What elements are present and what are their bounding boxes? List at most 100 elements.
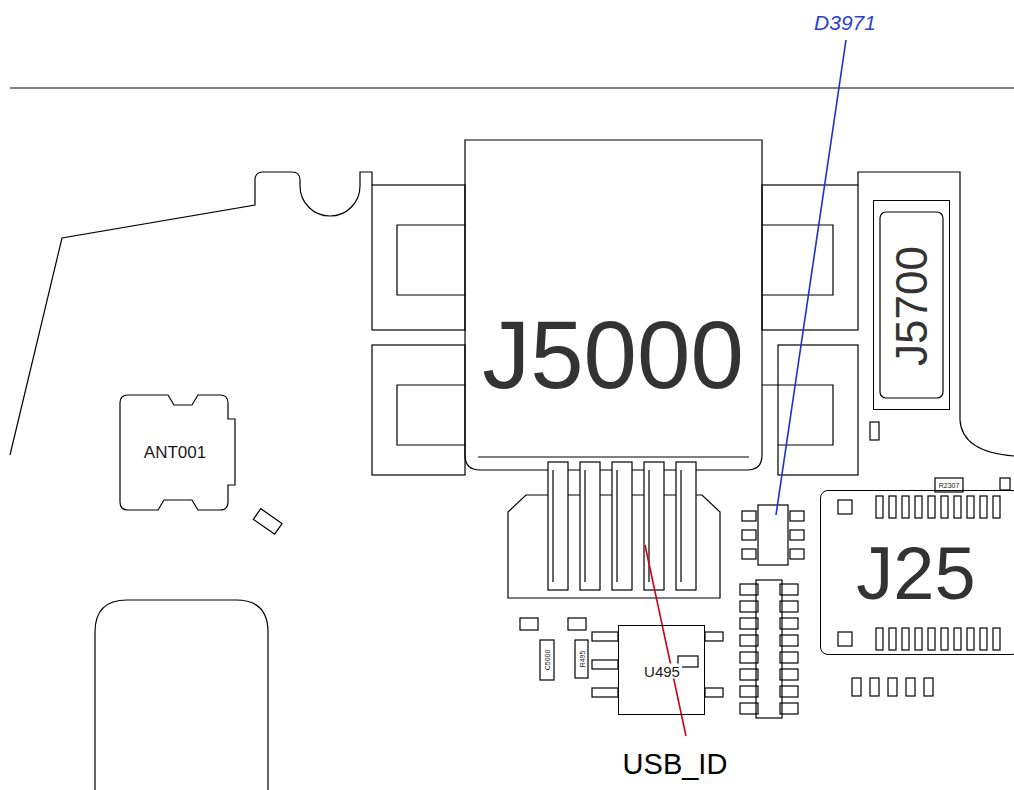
header-pin [954,628,961,650]
connector-j5700: J5700 [873,200,950,410]
pin-pad [508,462,720,598]
part-name: ANT001 [144,444,206,461]
small-part [520,618,538,630]
solder-pad [372,185,858,475]
header-pin [941,496,948,518]
header-pin [941,628,948,650]
resistor-array [780,652,798,663]
part-name: J5000 [482,307,744,403]
part-name: U495 [642,664,682,679]
header-pin [902,496,909,518]
callout-label: D3971 [814,12,876,33]
small-part [870,422,879,440]
resistor-array [740,669,758,680]
header-pin [889,496,896,518]
small-part [888,678,897,696]
small-part [540,640,554,680]
frame-line [10,87,1014,88]
diode-part [790,511,804,521]
solder-pad [372,345,465,475]
resistor-array [780,618,798,629]
solder-pad [372,185,465,330]
small-part [924,678,933,696]
pin-pad [553,470,681,582]
connector-body [465,140,762,470]
diode-part [742,530,756,540]
connector-body [465,140,762,470]
ic-pin [592,632,618,641]
resistor-array [740,686,758,697]
resistor-array [780,703,798,714]
board-outline [10,172,1014,456]
header-pin [928,628,935,650]
resistor-array [780,584,798,595]
header-pin [993,496,1000,518]
header-pin [838,500,852,514]
small-part [870,678,879,696]
diode-part [790,530,804,540]
ic-pin [592,660,618,669]
solder-pad [762,225,833,295]
resistor-array [740,580,798,718]
usb-connector: J5000 [465,140,762,470]
pin-pad [676,462,696,590]
resistor-array [740,618,758,629]
cutout-outline [95,600,268,790]
antenna-outline [120,395,235,510]
header-pin [980,496,987,518]
ic-pin [705,632,723,641]
header-pin [954,496,961,518]
pin-pad [548,462,568,590]
solder-pad [762,385,833,445]
board-outline [858,172,1014,456]
small-part [253,509,282,535]
small-part [575,640,588,678]
pin-pad [580,462,600,590]
header-pin [928,496,935,518]
header-pin [967,628,974,650]
header-pin [838,632,852,646]
small-part [568,618,586,630]
pin-pad [644,462,664,590]
signal-name: USB_ID [623,750,728,779]
ic-pin [592,632,723,697]
cutout-outline [95,600,268,790]
header-pin [889,628,896,650]
resistor-array [780,635,798,646]
resistor-array [740,601,758,612]
ic-pin [705,688,723,697]
diode-part [758,505,788,565]
diode-part [742,505,804,565]
header-pin [902,628,909,650]
resistor-array [780,669,798,680]
header-pin [876,496,883,518]
diode-part [742,511,756,521]
connector-frame [880,212,943,398]
header-pin [967,496,974,518]
part-name: J25 [856,537,975,611]
leader-line [645,545,686,736]
pin-pad [612,462,632,590]
solder-pad [778,345,858,475]
header-pin [980,628,987,650]
diode-part [790,549,804,559]
part-label: C5000 [544,650,551,671]
resistor-array [780,601,798,612]
small-part [852,678,861,696]
part-label: R495 [578,651,585,668]
solder-pad [762,185,858,330]
resistor-array [740,703,758,714]
ic-pin [592,688,618,697]
solder-pad [397,385,465,445]
frame-line [10,87,1014,88]
connector-j25: J25 [820,490,1014,655]
header-pin [915,628,922,650]
connector-body [478,456,749,457]
header-pin [915,496,922,518]
small-part [906,678,915,696]
small-part [1000,478,1010,490]
solder-pad [397,225,465,295]
resistor-array [780,686,798,697]
resistor-array [756,580,782,718]
